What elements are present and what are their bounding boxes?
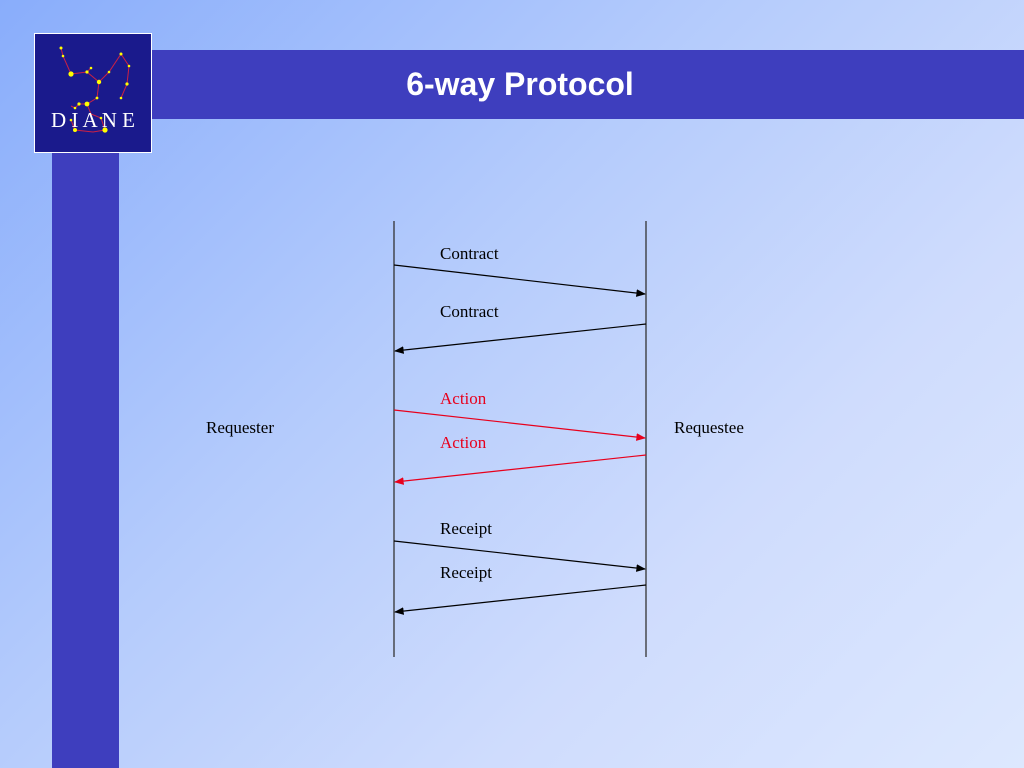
message-arrow-receipt-1 <box>393 540 646 572</box>
message-label-receipt-2: Receipt <box>440 563 492 582</box>
header-band <box>52 50 1024 119</box>
message-label-action-1: Action <box>440 389 487 408</box>
message-label-contract-2: Contract <box>440 302 499 321</box>
message-arrow-contract-1 <box>393 264 646 297</box>
slide-title: 6-way Protocol <box>406 66 634 102</box>
message-arrow-contract-2 <box>394 323 647 354</box>
requestee-label: Requestee <box>674 418 744 437</box>
message-label-contract-1: Contract <box>440 244 499 263</box>
requester-label: Requester <box>206 418 274 437</box>
diane-logo: D I A N E <box>34 33 152 153</box>
message-label-receipt-1: Receipt <box>440 519 492 538</box>
message-arrow-receipt-2 <box>394 584 647 615</box>
logo-text: D I A N E <box>51 108 135 132</box>
message-arrow-action-1 <box>393 409 646 441</box>
side-band <box>52 50 119 768</box>
message-label-action-2: Action <box>440 433 487 452</box>
message-arrow-action-2 <box>394 454 647 485</box>
